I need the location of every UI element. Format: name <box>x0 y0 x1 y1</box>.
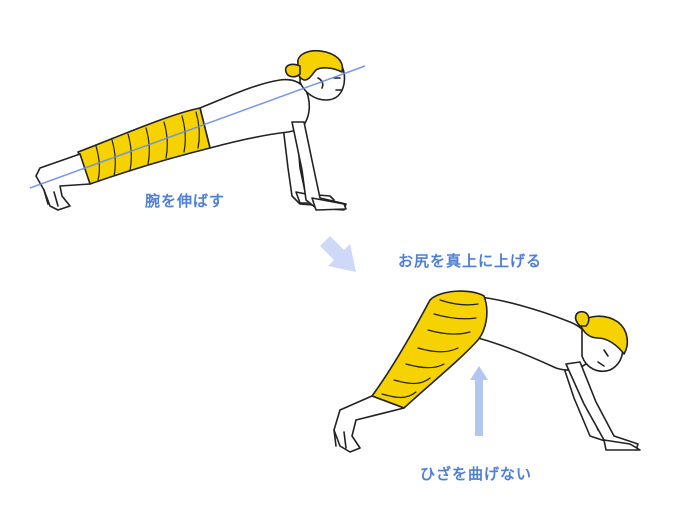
pike-figure <box>333 290 641 453</box>
pike-near-arm <box>565 361 639 451</box>
pike-head <box>574 310 629 372</box>
plank-pant-folds <box>95 111 200 181</box>
plank-figure <box>35 49 347 211</box>
pike-pant-folds <box>381 299 479 399</box>
arrow-up-icon <box>470 366 488 436</box>
plank-feet <box>43 189 59 207</box>
plank-near-hand <box>311 197 347 211</box>
pike-hair <box>579 315 629 355</box>
pike-feet <box>333 429 347 449</box>
pike-lower-legs <box>333 395 405 453</box>
plank-hair <box>296 49 344 81</box>
pike-torso <box>469 295 593 371</box>
caption-extend-arms: 腕を伸ばす <box>145 192 226 210</box>
plank-head <box>284 49 346 101</box>
arrow-down-right-icon <box>320 236 356 272</box>
plank-alignment-line <box>29 65 366 189</box>
pike-pants <box>371 290 488 409</box>
pike-near-hand <box>603 439 641 451</box>
caption-raise-hips: お尻を真上に上げる <box>398 252 543 270</box>
plank-lower-legs <box>35 153 91 211</box>
caption-no-bend-knees: ひざを曲げない <box>420 465 533 483</box>
